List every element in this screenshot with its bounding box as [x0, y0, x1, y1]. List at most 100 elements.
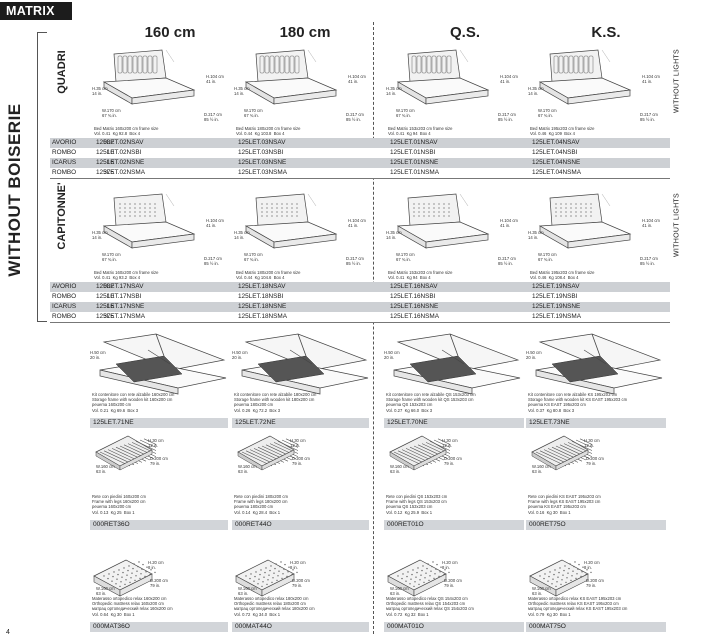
mattress-dim-0-0: H.20 cm 8 in.: [148, 560, 164, 571]
frames-illustration-3: [522, 430, 611, 485]
mattress-dim-0-2: D.200 cm 79 in.: [150, 578, 168, 589]
product-code: 125LET.18NSNE: [238, 303, 287, 310]
product-code: 125LET.19NSAV: [532, 283, 580, 290]
dim-1-1-2: W.170 cm 67 ¾ in.: [244, 252, 263, 263]
storage-code-3: 125LET.73NE: [526, 418, 666, 428]
mattress-illustration-0: [86, 552, 156, 607]
frames-dim-1-2: D.200 cm 79 in.: [292, 456, 310, 467]
mattress-dim-1-1: W.160 cm 63 in.: [238, 586, 257, 597]
storage-code-1: 125LET.72NE: [232, 418, 369, 428]
dim-1-1-1: H.35 cm 14 in.: [234, 230, 250, 241]
product-code: 125LET.19NSBI: [532, 293, 578, 300]
group-name-text-0: QUADRI: [56, 50, 68, 94]
finish-number: 375: [103, 169, 114, 176]
dim-1-2-1: H.35 cm 14 in.: [386, 230, 402, 241]
product-code: 125LET.17NSBI: [96, 293, 142, 300]
bed-caption-0-2: Bed Matrix 153x203 cm frame size Vol. 0.…: [388, 126, 453, 137]
product-code: 125LET.04NSMA: [532, 169, 582, 176]
storage-code-0: 125LET.71NE: [90, 418, 228, 428]
col-head-160: 160 cm: [144, 24, 196, 41]
frames-illustration-0: [86, 430, 175, 485]
bed-caption-0-1: Bed Matrix 180x200 cm frame size Vol. 0.…: [236, 126, 301, 137]
storage-illustration-1: [228, 330, 378, 405]
center-divider: [373, 22, 374, 634]
mattress-drawing-0: [93, 559, 156, 597]
group-bracket: [37, 32, 47, 322]
dim-1-2-3: D.217 cm 85 ½ in.: [498, 256, 516, 267]
storage-drawing-0: [99, 333, 227, 395]
side-title: WITHOUT BOISERIE: [0, 60, 30, 320]
product-code: 125LET.01NSNE: [390, 159, 439, 166]
storage-dim-2: H.50 cm 20 in.: [384, 350, 400, 361]
mattress-code-1: 000MAT44O: [232, 622, 369, 632]
storage-dim-1: H.50 cm 20 in.: [232, 350, 248, 361]
page-number: 4: [6, 629, 10, 636]
side-title-text: WITHOUT BOISERIE: [5, 103, 24, 277]
frames-illustration-1: [228, 430, 317, 485]
frames-code-1: 000RET44O: [232, 520, 369, 530]
product-code: 125LET.02NSBI: [96, 149, 142, 156]
finish-name: ICARUS: [52, 159, 77, 166]
frames-caption-0: Rete con piedini 160x200 cm Frame with l…: [92, 494, 147, 515]
storage-drawing-2: [393, 333, 521, 395]
mattress-drawing-1: [235, 559, 298, 597]
bed-drawing-1-3: [538, 193, 632, 249]
frames-dim-0-2: D.200 cm 79 in.: [150, 456, 168, 467]
frames-illustration-2: [380, 430, 469, 485]
bed-drawing-0-1: [244, 49, 338, 105]
product-code: 125LET.04NSNE: [532, 159, 581, 166]
mattress-drawing-2: [387, 559, 450, 597]
bed-drawing-1-2: [396, 193, 490, 249]
product-code: 125LET.18NSAV: [238, 283, 286, 290]
mattress-caption-3: Materasso ortopedico relax KS EAST 195x2…: [528, 596, 628, 617]
product-code: 125LET.01NSMA: [390, 169, 440, 176]
dim-1-3-3: D.217 cm 85 ½ in.: [640, 256, 658, 267]
mattress-caption-2: Materasso ortopedico relax QS 154x203 cm…: [386, 596, 474, 617]
product-code: 125LET.03NSBI: [238, 149, 284, 156]
storage-illustration-0: [86, 330, 236, 405]
finish-number: 16: [106, 303, 114, 310]
dim-1-1-3: D.217 cm 85 ½ in.: [346, 256, 364, 267]
dim-0-1-3: D.217 cm 85 ½ in.: [346, 112, 364, 123]
product-code: 125LET.16NSMA: [390, 313, 440, 320]
mattress-code-0: 000MAT36O: [90, 622, 228, 632]
storage-illustration-2: [380, 330, 530, 405]
dim-0-0-3: D.217 cm 85 ½ in.: [204, 112, 222, 123]
dim-0-0-2: W.170 cm 67 ¾ in.: [102, 108, 121, 119]
group-name-text-1: CAPITONNE': [56, 182, 68, 250]
bed-drawing-0-3: [538, 49, 632, 105]
bed-illustration-0-3: [530, 48, 640, 115]
dim-0-1-1: H.35 cm 14 in.: [234, 86, 250, 97]
finish-name: ROMBO: [52, 169, 77, 176]
dim-0-3-1: H.35 cm 14 in.: [528, 86, 544, 97]
side-label-text-1: WITHOUT LIGHTS: [673, 193, 681, 257]
mattress-dim-2-1: W.160 cm 63 in.: [390, 586, 409, 597]
dim-1-0-1: H.35 cm 14 in.: [92, 230, 108, 241]
mattress-drawing-3: [529, 559, 592, 597]
storage-code-2: 125LET.70NE: [384, 418, 524, 428]
finish-name: ROMBO: [52, 313, 77, 320]
dim-0-1-2: W.170 cm 67 ¾ in.: [244, 108, 263, 119]
storage-caption-1: Kit contenitore con rete alzabile 180x20…: [234, 392, 317, 413]
product-code: 125LET.04NSAV: [532, 139, 580, 146]
dim-1-2-2: W.170 cm 67 ¾ in.: [396, 252, 415, 263]
bed-illustration-0-0: [94, 48, 204, 115]
mattress-dim-3-2: D.200 cm 79 in.: [586, 578, 604, 589]
storage-caption-0: Kit contenitore con rete alzabile 160x20…: [92, 392, 175, 413]
dim-0-2-2: W.170 cm 67 ¾ in.: [396, 108, 415, 119]
product-code: 125LET.19NSMA: [532, 313, 582, 320]
product-code: 125LET.16NSAV: [390, 283, 438, 290]
mattress-dim-2-0: H.20 cm 8 in.: [442, 560, 458, 571]
mattress-code-3: 000MAT75O: [526, 622, 666, 632]
frames-dim-1-1: W.160 cm 63 in.: [238, 464, 257, 475]
frames-dim-2-2: D.200 cm 79 in.: [444, 456, 462, 467]
storage-drawing-3: [535, 333, 663, 395]
bed-illustration-0-2: [388, 48, 498, 115]
col-head-180: 180 cm: [279, 24, 331, 41]
dim-1-3-0: H.104 cm 41 in.: [642, 218, 660, 229]
frames-caption-2: Rete con piedini QS 153x203 cm Frame wit…: [386, 494, 448, 515]
product-code: 125LET.03NSAV: [238, 139, 286, 146]
